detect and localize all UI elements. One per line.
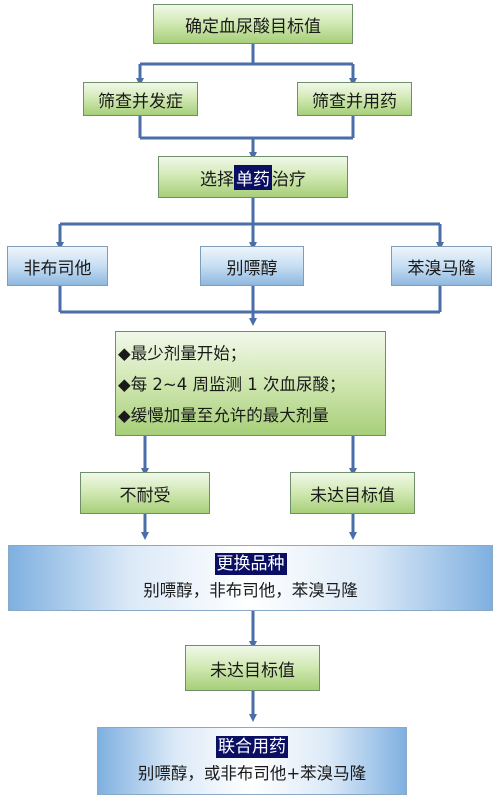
not-reached-label-2: 未达目标值 bbox=[210, 660, 295, 681]
dosing-line: ◆每 2~4 周监测 1 次血尿酸； bbox=[118, 375, 346, 394]
intolerant-label: 不耐受 bbox=[119, 485, 171, 506]
combo-options: 别嘌醇，或非布司他+苯溴马隆 bbox=[137, 764, 367, 783]
not-reached-box-1: 未达目标值 bbox=[290, 472, 415, 514]
dosing-line: ◆最少剂量开始； bbox=[118, 344, 247, 363]
drug-benzbromarone-box: 苯溴马隆 bbox=[391, 246, 492, 286]
switch-title: 更换品种 bbox=[214, 553, 287, 575]
screen-complications-label: 筛查并发症 bbox=[98, 91, 183, 112]
dosing-instructions-box: ◆最少剂量开始； ◆每 2~4 周监测 1 次血尿酸； ◆缓慢加量至允许的最大剂… bbox=[115, 331, 386, 436]
choose-prefix: 选择 bbox=[200, 169, 234, 190]
intolerant-box: 不耐受 bbox=[80, 472, 210, 514]
screen-complications-box: 筛查并发症 bbox=[83, 82, 198, 116]
switch-options: 别嘌醇，非布司他，苯溴马隆 bbox=[143, 581, 358, 600]
monotherapy-highlight: 单药 bbox=[234, 164, 272, 190]
not-reached-box-2: 未达目标值 bbox=[185, 645, 320, 691]
drug-febuxostat-label: 非布司他 bbox=[23, 258, 92, 279]
goal-box: 确定血尿酸目标值 bbox=[153, 4, 353, 44]
combo-title: 联合用药 bbox=[216, 736, 288, 758]
screen-drugs-box: 筛查并用药 bbox=[297, 82, 412, 116]
drug-benzbromarone-label: 苯溴马隆 bbox=[407, 258, 476, 279]
drug-febuxostat-box: 非布司他 bbox=[7, 246, 108, 286]
switch-drug-box: 更换品种 别嘌醇，非布司他，苯溴马隆 bbox=[8, 545, 493, 611]
choose-suffix: 治疗 bbox=[272, 169, 306, 190]
screen-drugs-label: 筛查并用药 bbox=[312, 91, 397, 112]
drug-allopurinol-box: 别嘌醇 bbox=[200, 246, 304, 286]
goal-label: 确定血尿酸目标值 bbox=[185, 16, 321, 37]
dosing-line: ◆缓慢加量至允许的最大剂量 bbox=[118, 406, 329, 425]
choose-monotherapy-box: 选择单药治疗 bbox=[158, 156, 348, 198]
drug-allopurinol-label: 别嘌醇 bbox=[226, 258, 278, 279]
not-reached-label-1: 未达目标值 bbox=[310, 485, 395, 506]
combination-therapy-box: 联合用药 别嘌醇，或非布司他+苯溴马隆 bbox=[97, 727, 407, 795]
